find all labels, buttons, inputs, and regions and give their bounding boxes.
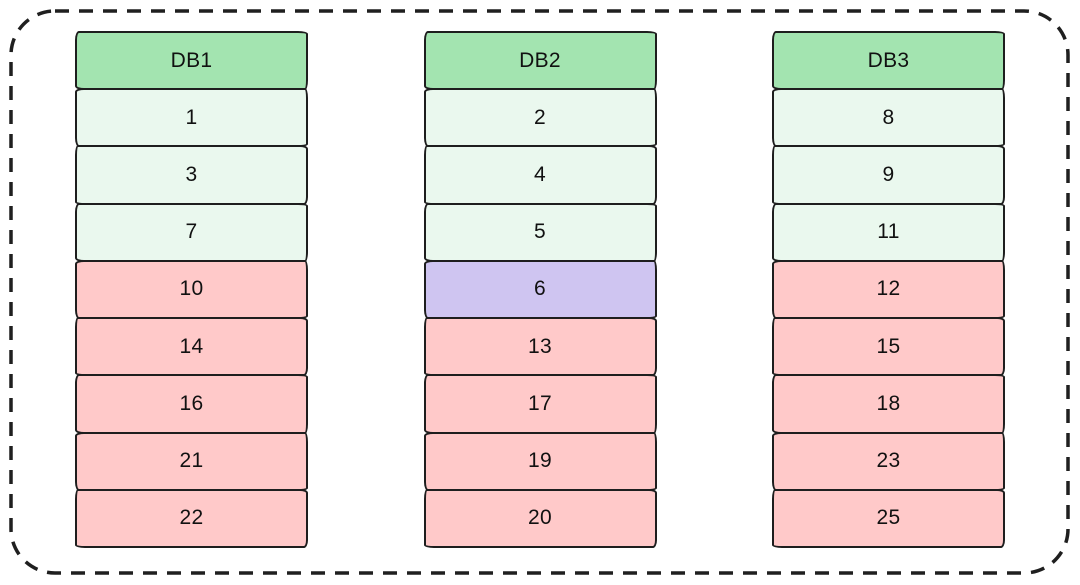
shard-row-cell-green: 4 <box>423 145 657 205</box>
shard-row-cell-red: 25 <box>772 488 1005 548</box>
shard-row-cell-red: 21 <box>75 431 308 491</box>
shard-row-cell-red: 15 <box>772 317 1005 377</box>
shard-row-cell-green: 8 <box>772 88 1005 148</box>
shard-row-cell-red: 19 <box>423 431 657 491</box>
shard-row-cell-red: 22 <box>75 488 308 548</box>
shard-row-cell-red: 10 <box>75 259 308 320</box>
db-header: DB1 <box>75 31 308 91</box>
shard-row-cell-green: 2 <box>423 88 657 148</box>
db-header: DB3 <box>772 31 1005 91</box>
shard-row-cell-red: 20 <box>423 488 657 548</box>
shard-row-cell-red: 17 <box>423 374 657 434</box>
db-header: DB2 <box>423 31 657 91</box>
shard-row-cell-green: 11 <box>772 202 1005 262</box>
shard-row-cell-green: 5 <box>423 202 657 262</box>
shard-row-cell-red: 14 <box>75 317 308 377</box>
shard-row-cell-red: 16 <box>75 374 308 434</box>
shard-row-cell-green: 9 <box>772 145 1005 205</box>
shard-row-cell-purple: 6 <box>423 259 657 320</box>
shard-row-cell-red: 18 <box>772 374 1005 434</box>
shard-row-cell-red: 12 <box>772 259 1005 320</box>
shard-row-cell-green: 1 <box>75 88 308 148</box>
shard-row-cell-green: 7 <box>75 202 308 262</box>
shard-row-cell-red: 13 <box>423 317 657 377</box>
shard-row-cell-green: 3 <box>75 145 308 205</box>
shard-row-cell-red: 23 <box>772 431 1005 491</box>
